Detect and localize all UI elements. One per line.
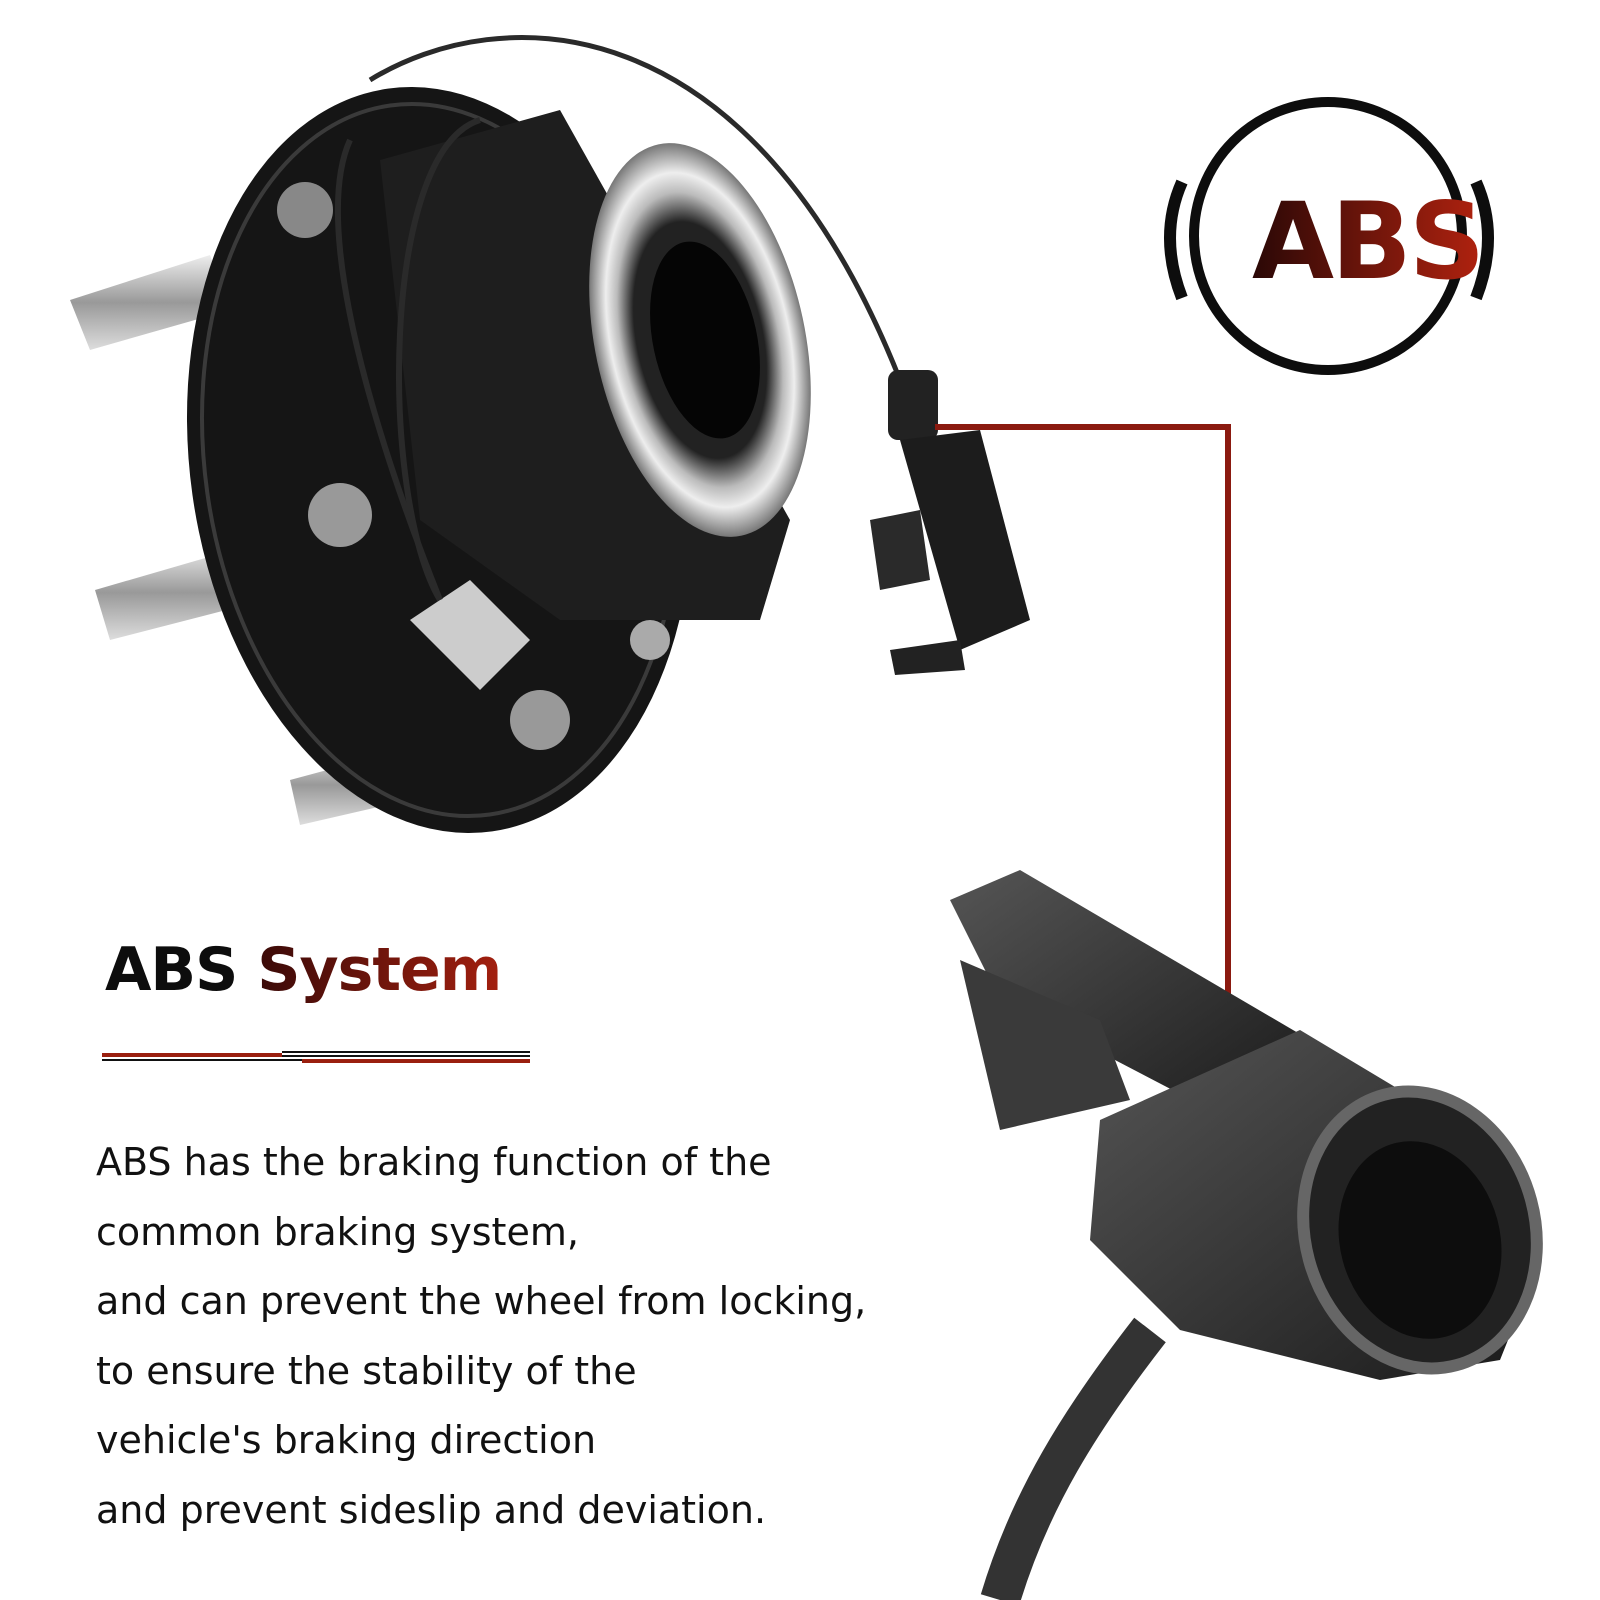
large-connector-closeup xyxy=(950,870,1543,1600)
description-line: ABS has the braking function of the xyxy=(96,1140,772,1184)
heading-underline xyxy=(102,1051,530,1063)
description-line: and prevent sideslip and deviation. xyxy=(96,1487,767,1532)
description: ABS has the braking function of the comm… xyxy=(96,1128,866,1545)
description-line: vehicle's braking direction xyxy=(96,1418,597,1462)
callout-line xyxy=(935,424,1231,1055)
description-line: and can prevent the wheel from locking, xyxy=(96,1279,867,1323)
description-line: to ensure the stability of the xyxy=(96,1348,637,1393)
description-line: common braking system, xyxy=(96,1209,579,1254)
small-connector xyxy=(870,370,1030,675)
section-heading: ABS System xyxy=(105,935,502,1005)
sensor-wire xyxy=(368,35,903,381)
abs-badge-label: ABS xyxy=(1252,180,1485,303)
abs-badge-icon xyxy=(1164,97,1494,375)
